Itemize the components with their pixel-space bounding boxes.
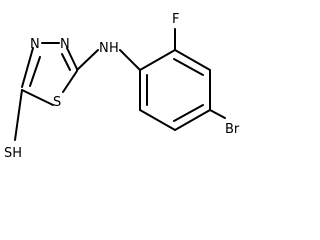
- bond-c2p-c3p: [174, 49, 211, 71]
- bond-c1p-c2p: [139, 49, 176, 71]
- bond-n4-c5: [66, 47, 78, 70]
- bond-c5-s1: [62, 70, 78, 93]
- structure-diagram: N N S N H F Br SH: [4, 12, 240, 161]
- bond-nh-c1p: [119, 49, 141, 71]
- atom-nh-h-label: H: [109, 41, 119, 56]
- atom-nh-n-label: N: [99, 41, 109, 56]
- atom-n3-label: N: [30, 37, 40, 52]
- bond-n4-c5-inner: [61, 53, 71, 71]
- bond-c5p-c6p: [139, 109, 176, 131]
- bond-c2-sh: [14, 89, 23, 141]
- bond-c5-nh: [76, 49, 99, 71]
- bond-n3-c2: [21, 47, 34, 88]
- bond-n3-c2-inner: [29, 56, 41, 87]
- atom-n4-label: N: [60, 37, 70, 52]
- atom-f-label: F: [172, 12, 179, 27]
- bond-c4p-c5p: [174, 109, 211, 131]
- bond-s1-c2: [21, 89, 54, 106]
- bond-c4p-c5p-inner: [173, 104, 204, 122]
- atom-sh-label: SH: [4, 146, 22, 161]
- atom-s1-label: S: [53, 95, 61, 110]
- bond-c2p-c3p-inner: [173, 58, 204, 76]
- atom-br-label: Br: [225, 122, 240, 137]
- bond-c4p-br: [209, 109, 226, 119]
